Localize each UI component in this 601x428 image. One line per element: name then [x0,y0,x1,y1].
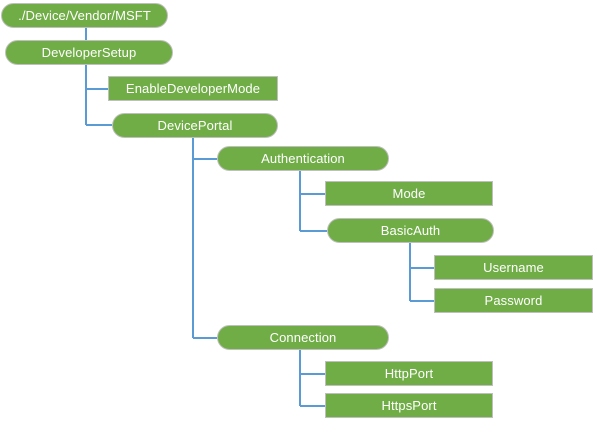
node-label-root: ./Device/Vendor/MSFT [18,8,151,23]
node-label-httpport: HttpPort [384,366,434,381]
node-developersetup[interactable]: DeveloperSetup [5,40,173,65]
node-connection[interactable]: Connection [217,325,389,350]
node-label-connection: Connection [269,330,337,345]
node-label-username: Username [483,260,544,275]
node-basicauth[interactable]: BasicAuth [327,218,494,243]
node-label-password: Password [484,293,543,308]
node-root[interactable]: ./Device/Vendor/MSFT [1,3,168,28]
node-deviceportal[interactable]: DevicePortal [112,113,278,138]
node-httpport[interactable]: HttpPort [325,361,493,386]
node-label-authentication: Authentication [261,151,345,166]
node-label-enabledevelopermode: EnableDeveloperMode [125,81,261,96]
node-enabledevelopermode[interactable]: EnableDeveloperMode [108,76,278,101]
node-label-httpsport: HttpsPort [381,398,437,413]
node-label-basicauth: BasicAuth [380,223,441,238]
node-mode[interactable]: Mode [325,181,493,206]
node-label-developersetup: DeveloperSetup [41,45,137,60]
node-httpsport[interactable]: HttpsPort [325,393,493,418]
node-label-mode: Mode [392,186,426,201]
node-label-deviceportal: DevicePortal [157,118,233,133]
node-username[interactable]: Username [434,255,593,280]
node-password[interactable]: Password [434,288,593,313]
node-authentication[interactable]: Authentication [217,146,389,171]
